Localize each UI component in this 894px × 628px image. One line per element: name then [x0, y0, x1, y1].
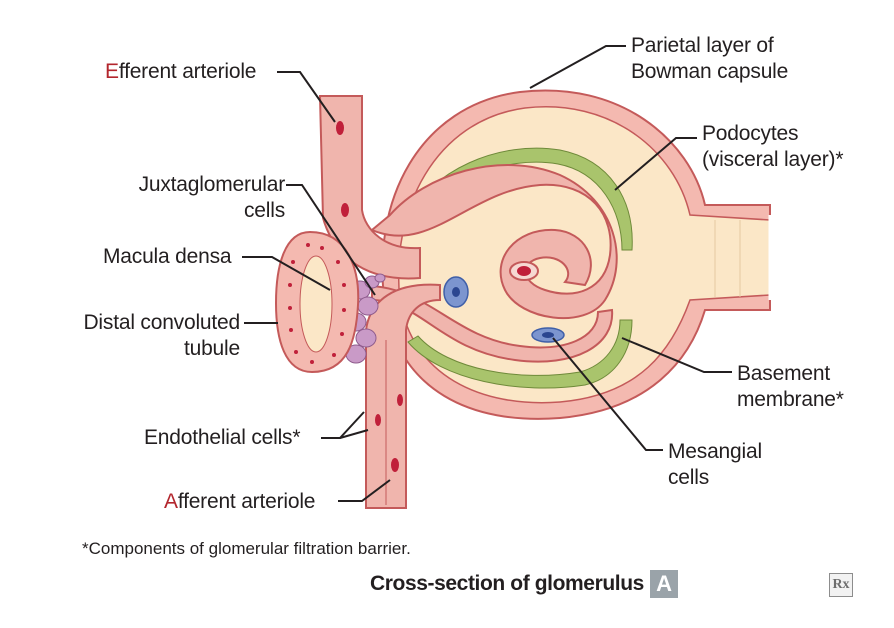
label-efferent-arteriole: Efferent arteriole	[105, 59, 256, 85]
figure-caption: Cross-section of glomerulus A	[370, 569, 678, 599]
label-afferent-rest: fferent arteriole	[177, 490, 316, 513]
label-distal-line1: Distal convoluted	[83, 311, 240, 334]
label-mesangial-line1: Mesangial	[668, 440, 762, 463]
distal-convoluted-tubule	[274, 230, 360, 374]
label-mesangial-line2: cells	[668, 466, 710, 489]
label-basement-membrane: Basement membrane*	[737, 361, 844, 413]
label-distal-convoluted-tubule: Distal convoluted tubule	[70, 310, 240, 362]
label-efferent-rest: fferent arteriole	[118, 60, 257, 83]
caption-badge: A	[649, 570, 678, 598]
caption-title: Cross-section of glomerulus	[370, 572, 644, 595]
leader-lines	[242, 45, 732, 502]
label-efferent-initial: E	[105, 60, 119, 83]
label-mesangial-cells: Mesangial cells	[668, 439, 762, 491]
label-basement-line1: Basement	[737, 362, 830, 385]
label-parietal-line1: Parietal layer of	[631, 34, 774, 57]
label-podocytes-line2: (visceral layer)*	[702, 148, 844, 171]
label-basement-line2: membrane*	[737, 388, 844, 411]
mesangial-cells	[443, 276, 565, 343]
label-juxtaglomerular-line2: cells	[243, 199, 285, 222]
label-endothelial-cells: Endothelial cells*	[144, 426, 301, 449]
label-podocytes: Podocytes (visceral layer)*	[702, 121, 843, 173]
label-parietal-line2: Bowman capsule	[631, 60, 789, 83]
label-distal-line2: tubule	[183, 337, 240, 360]
label-juxtaglomerular-cells: Juxtaglomerular cells	[117, 172, 286, 224]
footnote: *Components of glomerular filtration bar…	[82, 539, 411, 558]
label-macula-densa: Macula densa	[103, 245, 232, 268]
label-afferent-initial: A	[164, 490, 178, 513]
label-juxtaglomerular-line1: Juxtaglomerular	[138, 173, 286, 196]
label-afferent-arteriole: Afferent arteriole	[164, 489, 315, 515]
rx-logo-icon: Rx	[829, 573, 853, 597]
label-parietal-layer: Parietal layer of Bowman capsule	[631, 33, 788, 85]
label-podocytes-line1: Podocytes	[702, 122, 799, 145]
